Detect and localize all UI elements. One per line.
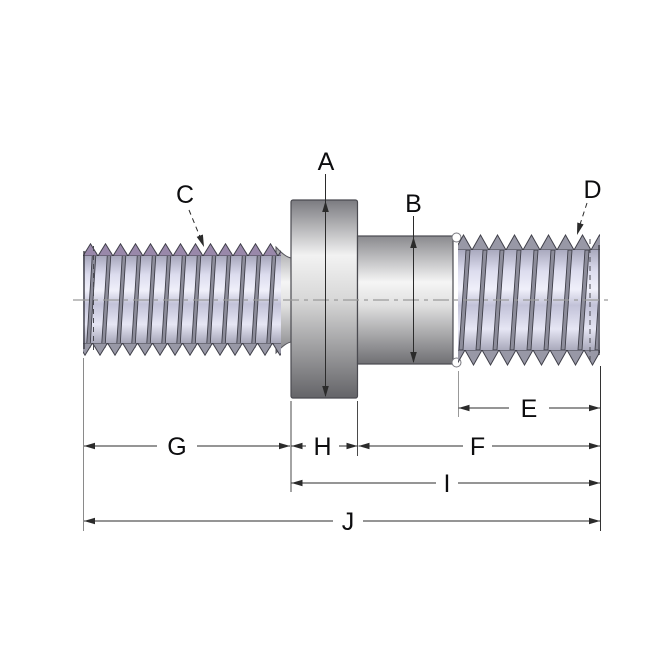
dim-label-e: E xyxy=(521,395,538,423)
dim-label-a: A xyxy=(318,148,335,176)
dim-label-b: B xyxy=(405,190,422,218)
dim-J xyxy=(84,517,600,525)
dim-label-c: C xyxy=(176,181,194,209)
dim-A xyxy=(322,174,329,397)
dim-B xyxy=(410,216,417,363)
extension-lines xyxy=(83,358,601,531)
dim-E xyxy=(458,404,600,412)
dim-G xyxy=(84,442,290,450)
dim-F xyxy=(358,442,600,450)
dim-label-f: F xyxy=(470,433,485,461)
dim-label-g: G xyxy=(167,433,186,461)
dim-label-h: H xyxy=(313,433,331,461)
dim-H xyxy=(291,442,358,450)
dim-label-d: D xyxy=(583,176,601,204)
dim-label-i: I xyxy=(444,470,451,498)
leader-D xyxy=(577,202,588,235)
collar xyxy=(290,199,359,399)
dim-I xyxy=(291,479,600,487)
dim-label-j: J xyxy=(342,508,355,536)
leader-C xyxy=(188,209,204,247)
